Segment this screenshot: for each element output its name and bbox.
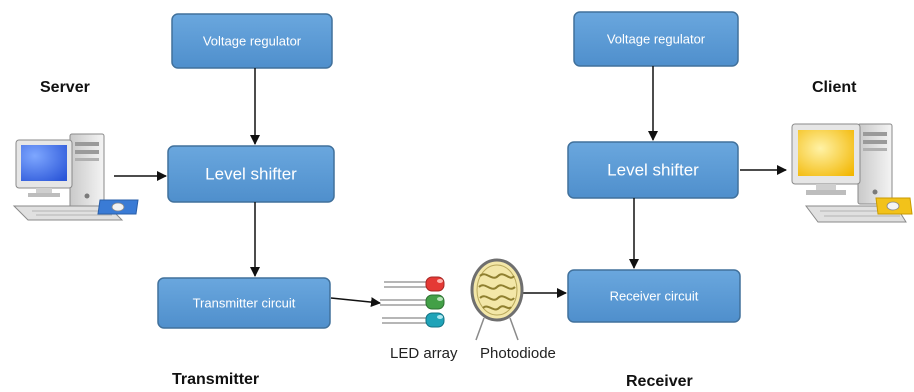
receiver-label: Receiver [626,373,693,390]
rx-level-shifter-text: Level shifter [607,160,699,179]
photodiode-icon [472,260,522,340]
tx-level-shifter-block: Level shifter [168,146,334,202]
server-computer-icon [14,134,138,220]
client-computer-icon [792,124,912,222]
client-label: Client [812,79,857,96]
tx-voltage-regulator-block: Voltage regulator [172,14,332,68]
server-label: Server [40,79,90,96]
rx-circuit-text: Receiver circuit [610,288,699,303]
led-array-icon [380,277,444,327]
tx-voltage-regulator-text: Voltage regulator [203,33,302,48]
transmitter-label: Transmitter [172,371,259,388]
rx-voltage-regulator-text: Voltage regulator [607,31,706,46]
arrow-tx-circuit-to-led [331,298,380,303]
tx-circuit-text: Transmitter circuit [193,295,296,310]
rx-level-shifter-block: Level shifter [568,142,738,198]
rx-voltage-regulator-block: Voltage regulator [574,12,738,66]
photodiode-label: Photodiode [480,345,556,362]
tx-level-shifter-text: Level shifter [205,164,297,183]
tx-circuit-block: Transmitter circuit [158,278,330,328]
led-array-label: LED array [390,345,458,362]
rx-circuit-block: Receiver circuit [568,270,740,322]
